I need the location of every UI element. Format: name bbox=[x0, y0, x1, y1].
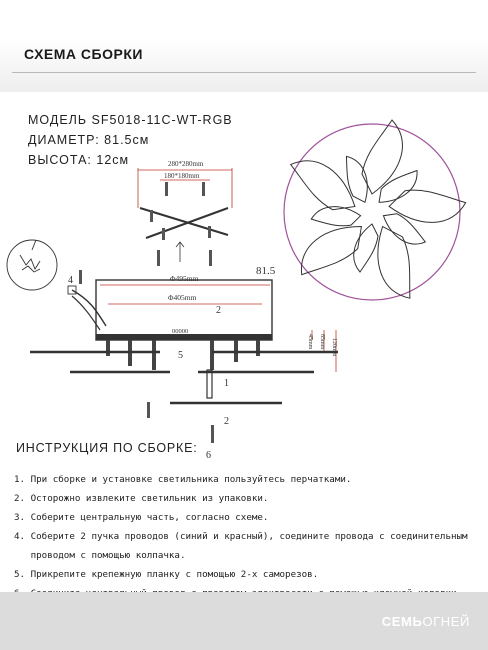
diameter-circle bbox=[283, 123, 461, 301]
callout-2-top: 2 bbox=[216, 305, 221, 316]
body-label: 00000 bbox=[172, 328, 188, 335]
bracket-dimension bbox=[137, 168, 233, 208]
instruction-steps: 1. При сборке и установке светильника по… bbox=[14, 470, 484, 603]
instruction-step: 3. Соберите центральную часть, согласно … bbox=[14, 512, 269, 523]
brand-logo: СЕМЬОГНЕЙ bbox=[382, 614, 470, 629]
callout-4: 4 bbox=[68, 275, 73, 286]
callout-5: 5 bbox=[178, 350, 183, 361]
bracket-screws bbox=[150, 182, 211, 240]
lower-screws bbox=[147, 402, 214, 443]
callout-6: 6 bbox=[206, 450, 211, 461]
instruction-step: 5. Прикрепите крепежную планку с помощью… bbox=[14, 569, 319, 580]
bracket-top-dim: 280*280mm bbox=[168, 160, 204, 168]
body-posts bbox=[106, 340, 260, 370]
wire-connector-illustration bbox=[6, 239, 107, 331]
diameter-label: 81.5 bbox=[256, 265, 276, 277]
wire-screw bbox=[79, 270, 82, 284]
outer-petal bbox=[377, 225, 411, 299]
footer-bar bbox=[0, 592, 488, 650]
header-bar bbox=[0, 0, 488, 92]
spec-diameter: ДИАМЕТР: 81.5см bbox=[28, 133, 150, 147]
outer-petal bbox=[289, 160, 356, 211]
instructions-title: ИНСТРУКЦИЯ ПО СБОРКЕ: bbox=[16, 441, 198, 455]
callout-1: 1 bbox=[224, 378, 229, 389]
instruction-step: 4. Соберите 2 пучка проводов (синий и кр… bbox=[14, 531, 468, 542]
top-view-illustration bbox=[283, 119, 467, 301]
mounting-bracket bbox=[139, 207, 229, 239]
callout-2-bottom: 2 bbox=[224, 416, 229, 427]
spec-height: ВЫСОТА: 12см bbox=[28, 153, 130, 167]
center-rod bbox=[206, 369, 213, 399]
outer-petal bbox=[301, 226, 363, 276]
arm-bars bbox=[30, 350, 338, 405]
brand-light: ОГНЕЙ bbox=[422, 614, 470, 629]
instruction-step: 2. Осторожно извлеките светильник из упа… bbox=[14, 493, 269, 504]
ceiling-screws bbox=[157, 250, 212, 266]
callout-numbers: 1 2 2 4 5 6 bbox=[68, 275, 229, 461]
outer-petal bbox=[361, 119, 403, 195]
product-specs: МОДЕЛЬ SF5018-11C-WT-RGB ДИАМЕТР: 81.5см… bbox=[28, 110, 233, 170]
phi495-label: Φ495mm bbox=[170, 274, 199, 283]
dim-85: 85mm bbox=[319, 334, 325, 350]
phi405-label: Φ405mm bbox=[168, 293, 197, 302]
inner-petal bbox=[345, 155, 368, 204]
outer-petal bbox=[388, 189, 467, 223]
up-arrow bbox=[175, 241, 185, 262]
assembly-diagram: 81.5 280*280mm 180*180mm Φ495mm Φ405mm 0… bbox=[6, 119, 467, 461]
body-dimensions bbox=[100, 284, 270, 305]
spec-model: МОДЕЛЬ SF5018-11C-WT-RGB bbox=[28, 113, 233, 127]
page-title: СХЕМА СБОРКИ bbox=[24, 46, 143, 62]
brand-bold: СЕМЬ bbox=[381, 614, 423, 629]
instruction-step: проводом с помощью колпачка. bbox=[14, 550, 186, 561]
bracket-inner-dim: 180*180mm bbox=[164, 172, 200, 180]
central-body-base bbox=[96, 334, 272, 340]
dim-45: 45mm bbox=[307, 334, 313, 350]
instruction-step: 1. При сборке и установке светильника по… bbox=[14, 474, 352, 485]
dim-120: 120mm bbox=[331, 338, 337, 357]
header-divider bbox=[12, 72, 476, 73]
